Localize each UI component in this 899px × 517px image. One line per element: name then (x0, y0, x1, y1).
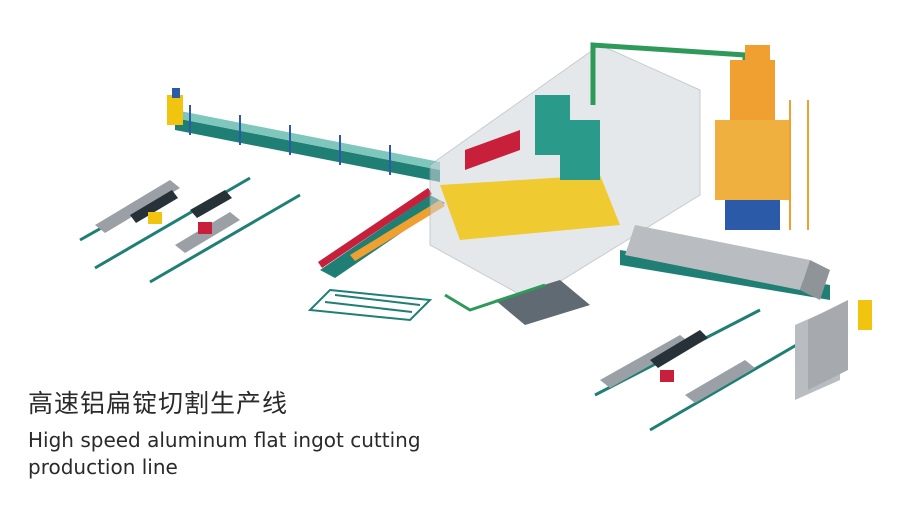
left-transfer-carts (95, 180, 240, 253)
left-feed-rails (79, 176, 301, 284)
exit-conveyor (620, 225, 830, 300)
dust-collector (715, 45, 809, 230)
caption-title-cn: 高速铝扁锭切割生产线 (28, 389, 289, 418)
outfeed-table (307, 288, 433, 322)
diagonal-feeder (318, 188, 445, 278)
right-transfer-carts (600, 330, 755, 403)
caption-title-en-line2: production line (28, 455, 178, 479)
caption-title-en-line1: High speed aluminum flat ingot cutting (28, 428, 421, 452)
main-conveyor (167, 88, 440, 182)
control-cabinets (795, 300, 872, 400)
cutting-table (444, 280, 590, 325)
